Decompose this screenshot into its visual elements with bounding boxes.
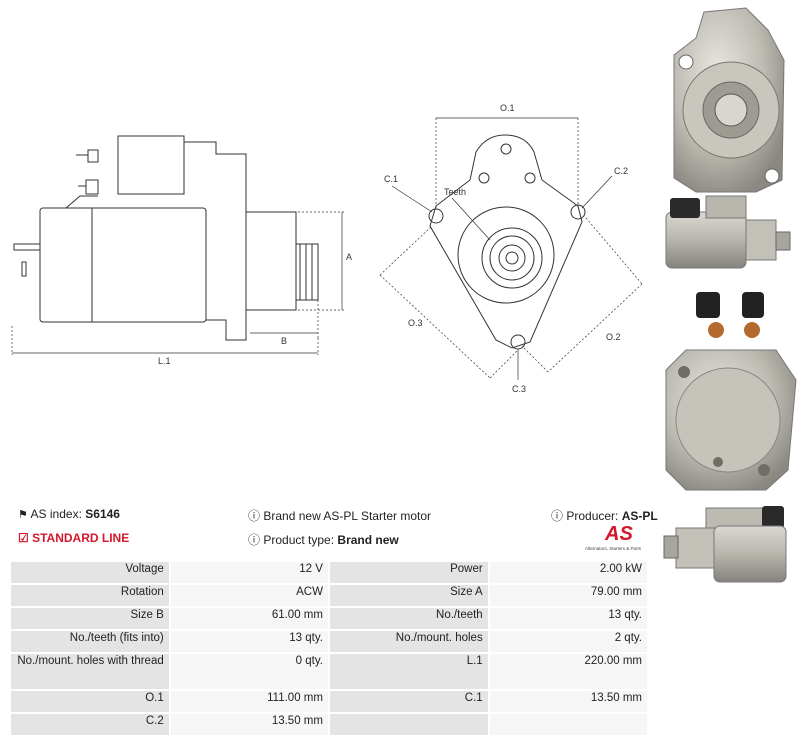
spec-value: 0 qty. — [170, 654, 328, 689]
info-icon: ⓘ — [248, 533, 261, 547]
as-pl-logo: AS Alternators, Starters & Parts — [585, 523, 642, 551]
spec-label: C.1 — [329, 691, 488, 712]
product-type-label: Product type: — [263, 533, 335, 547]
photo-side-view — [665, 195, 791, 269]
product-info: ⚑ AS index: S6146 ☑ STANDARD LINE ⓘ Bran… — [0, 500, 660, 555]
photo-rear-view — [665, 292, 797, 491]
dim-label-teeth: Teeth — [444, 187, 466, 197]
spec-label: Rotation — [11, 585, 169, 606]
spec-label: L.1 — [329, 654, 488, 689]
standard-line: ☑ STANDARD LINE — [18, 531, 129, 545]
spec-value: 61.00 mm — [170, 608, 328, 629]
description: ⓘ Brand new AS-PL Starter motor — [248, 507, 431, 524]
standard-line-label: STANDARD LINE — [32, 531, 130, 545]
spec-label: Power — [329, 562, 488, 583]
dim-label-o1: O.1 — [500, 103, 515, 113]
spec-label: Size A — [329, 585, 488, 606]
pinion-teeth — [489, 235, 535, 281]
spec-label: No./mount. holes — [329, 631, 488, 652]
producer: ⓘ Producer: AS-PL — [551, 507, 658, 524]
info-icon: ⓘ — [551, 509, 564, 523]
table-row: No./teeth (fits into)13 qty.No./mount. h… — [11, 631, 647, 652]
spec-label: C.2 — [11, 714, 169, 735]
dim-label-c3: C.3 — [512, 384, 526, 394]
as-index-value: S6146 — [85, 507, 120, 521]
dim-label-b: B — [281, 336, 287, 346]
hole-c2 — [570, 204, 586, 220]
checkbox-icon: ☑ — [18, 531, 29, 545]
spec-value: 79.00 mm — [489, 585, 647, 606]
solenoid-body — [117, 135, 185, 195]
spec-value: 13 qty. — [170, 631, 328, 652]
as-index-label: AS index: — [30, 507, 82, 521]
photo-front-view — [673, 7, 785, 193]
spec-label: Voltage — [11, 562, 169, 583]
spec-value: 13.50 mm — [489, 691, 647, 712]
photo-side-view-2 — [663, 506, 787, 583]
spec-label — [329, 714, 488, 735]
drive-housing — [184, 141, 247, 341]
pinion — [295, 243, 319, 301]
svg-text:Alternators, Starters & Parts: Alternators, Starters & Parts — [585, 546, 642, 551]
spec-label: Size B — [11, 608, 169, 629]
dim-label-c1: C.1 — [384, 174, 398, 184]
spec-label: No./teeth (fits into) — [11, 631, 169, 652]
hole-c1 — [428, 208, 444, 224]
technical-drawing: A B L.1 O.1 C.1 C.2 Teeth O.3 O.2 C.3 — [11, 103, 643, 394]
product-type-value: Brand new — [337, 533, 399, 547]
spec-value: 12 V — [170, 562, 328, 583]
housing-circle — [457, 206, 555, 304]
tag-icon: ⚑ — [18, 509, 28, 521]
spec-value: 13.50 mm — [170, 714, 328, 735]
flange-outline — [429, 134, 583, 349]
as-index: ⚑ AS index: S6146 — [18, 507, 120, 521]
spec-value: 2.00 kW — [489, 562, 647, 583]
product-type: ⓘ Product type: Brand new — [248, 531, 399, 548]
dim-label-a: A — [346, 252, 352, 262]
dim-label-l1: L.1 — [158, 356, 171, 366]
hole-c3 — [510, 334, 526, 350]
spec-value: 2 qty. — [489, 631, 647, 652]
dim-label-c2: C.2 — [614, 166, 628, 176]
spec-value: 220.00 mm — [489, 654, 647, 689]
dim-label-o3: O.3 — [408, 318, 423, 328]
producer-label: Producer: — [566, 509, 619, 523]
spec-value: 111.00 mm — [170, 691, 328, 712]
motor-body — [39, 207, 207, 323]
dim-label-o2: O.2 — [606, 332, 621, 342]
svg-text:AS: AS — [604, 523, 633, 545]
producer-value: AS-PL — [621, 509, 658, 523]
spec-value: ACW — [170, 585, 328, 606]
info-icon: ⓘ — [248, 509, 261, 523]
spec-value: 13 qty. — [489, 608, 647, 629]
product-photos — [663, 7, 797, 583]
spec-label: O.1 — [11, 691, 169, 712]
spec-value — [489, 714, 647, 735]
description-text: Brand new AS-PL Starter motor — [263, 509, 431, 523]
spec-label: No./teeth — [329, 608, 488, 629]
spec-label: No./mount. holes with thread — [11, 654, 169, 689]
